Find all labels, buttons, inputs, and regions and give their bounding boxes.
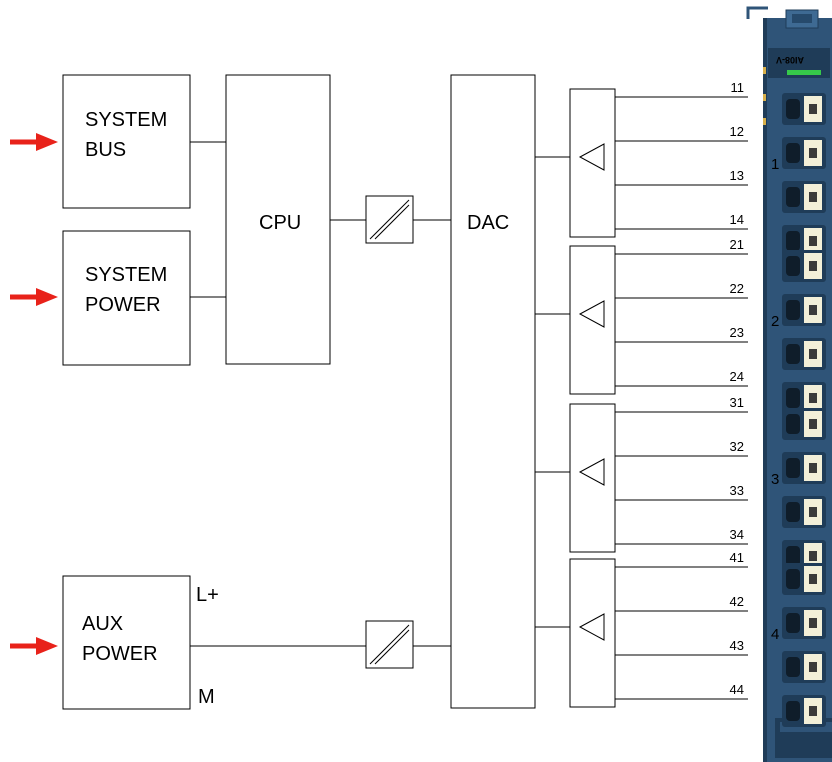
terminal-hole xyxy=(786,344,800,364)
terminal-module: AI08-V 1 2 3 4 xyxy=(748,8,832,762)
system-power-arrow-icon xyxy=(10,288,58,306)
module-channel-label: 2 xyxy=(771,313,779,330)
terminal-hole xyxy=(786,99,800,119)
pin-label: 32 xyxy=(730,439,744,454)
terminal-screw xyxy=(809,305,817,315)
pin-label: 12 xyxy=(730,124,744,139)
pin-label: 43 xyxy=(730,638,744,653)
terminal-screw xyxy=(809,104,817,114)
terminal-hole xyxy=(786,187,800,207)
pin-label: 11 xyxy=(731,80,745,95)
cpu-label: CPU xyxy=(259,212,301,234)
cpu-dac-isolator xyxy=(330,196,451,243)
pin-label: 33 xyxy=(730,483,744,498)
module-channel-label: 1 xyxy=(771,156,779,173)
pin-label: 31 xyxy=(730,395,744,410)
dac-label: DAC xyxy=(467,212,509,234)
pin-label: 22 xyxy=(730,281,744,296)
pin-label: 34 xyxy=(730,527,744,542)
channel-1: 11 12 13 14 xyxy=(535,80,748,237)
terminal-hole xyxy=(786,569,800,589)
terminal-hole xyxy=(786,502,800,522)
cpu-block: CPU xyxy=(226,75,330,364)
output-channels: 11 12 13 14 21 22 23 24 31 32 33 34 41 42 43 44 xyxy=(535,80,748,707)
module-status-led xyxy=(787,70,821,75)
terminal-screw xyxy=(809,507,817,517)
channel-4: 41 42 43 44 xyxy=(535,550,748,707)
terminal-hole xyxy=(786,657,800,677)
system-bus-label-line2: BUS xyxy=(85,139,126,161)
terminal-screw xyxy=(809,192,817,202)
terminal-hole xyxy=(786,701,800,721)
pin-label: 24 xyxy=(730,369,744,384)
system-bus-block: SYSTEM BUS xyxy=(63,75,190,208)
terminal-screw xyxy=(809,574,817,584)
terminal-hole xyxy=(786,300,800,320)
terminal-screw xyxy=(809,706,817,716)
terminal-screw xyxy=(809,419,817,429)
system-power-block: SYSTEM POWER xyxy=(63,231,190,365)
terminal-hole xyxy=(786,256,800,276)
module-channel-label: 4 xyxy=(771,626,779,643)
aux-power-block: AUX POWER L+ M xyxy=(63,576,219,709)
channel-2: 21 22 23 24 xyxy=(535,237,748,394)
channel-3: 31 32 33 34 xyxy=(535,395,748,552)
pin-label: 21 xyxy=(730,237,744,252)
terminal-screw xyxy=(809,261,817,271)
system-power-label-line1: SYSTEM xyxy=(85,264,167,286)
terminal-screw xyxy=(809,551,817,561)
system-power-label-line2: POWER xyxy=(85,294,161,316)
system-bus-arrow-icon xyxy=(10,133,58,151)
aux-power-label-line2: POWER xyxy=(82,643,158,665)
terminal-screw xyxy=(809,662,817,672)
system-bus-label-line1: SYSTEM xyxy=(85,109,167,131)
terminal-hole xyxy=(786,414,800,434)
terminal-screw xyxy=(809,393,817,403)
terminal-screw xyxy=(809,236,817,246)
input-arrows xyxy=(10,133,58,655)
module-label: AI08-V xyxy=(776,55,804,65)
terminal-screw xyxy=(809,618,817,628)
aux-minus-terminal-label: M xyxy=(198,686,215,708)
terminal-hole xyxy=(786,613,800,633)
terminal-screw xyxy=(809,349,817,359)
pin-label: 41 xyxy=(730,550,744,565)
pin-label: 13 xyxy=(730,168,744,183)
terminal-hole xyxy=(786,458,800,478)
terminal-screw xyxy=(809,463,817,473)
pin-label: 42 xyxy=(730,594,744,609)
aux-dac-isolator xyxy=(190,621,451,668)
terminal-hole xyxy=(786,388,800,408)
terminal-hole xyxy=(786,231,800,251)
pin-label: 44 xyxy=(730,682,744,697)
aux-plus-terminal-label: L+ xyxy=(196,584,219,606)
terminal-screw xyxy=(809,148,817,158)
module-channel-label: 3 xyxy=(771,471,779,488)
pin-label: 23 xyxy=(730,325,744,340)
terminal-hole xyxy=(786,143,800,163)
dac-block: DAC xyxy=(451,75,535,708)
aux-power-arrow-icon xyxy=(10,637,58,655)
aux-power-label-line1: AUX xyxy=(82,613,123,635)
pin-label: 14 xyxy=(730,212,744,227)
